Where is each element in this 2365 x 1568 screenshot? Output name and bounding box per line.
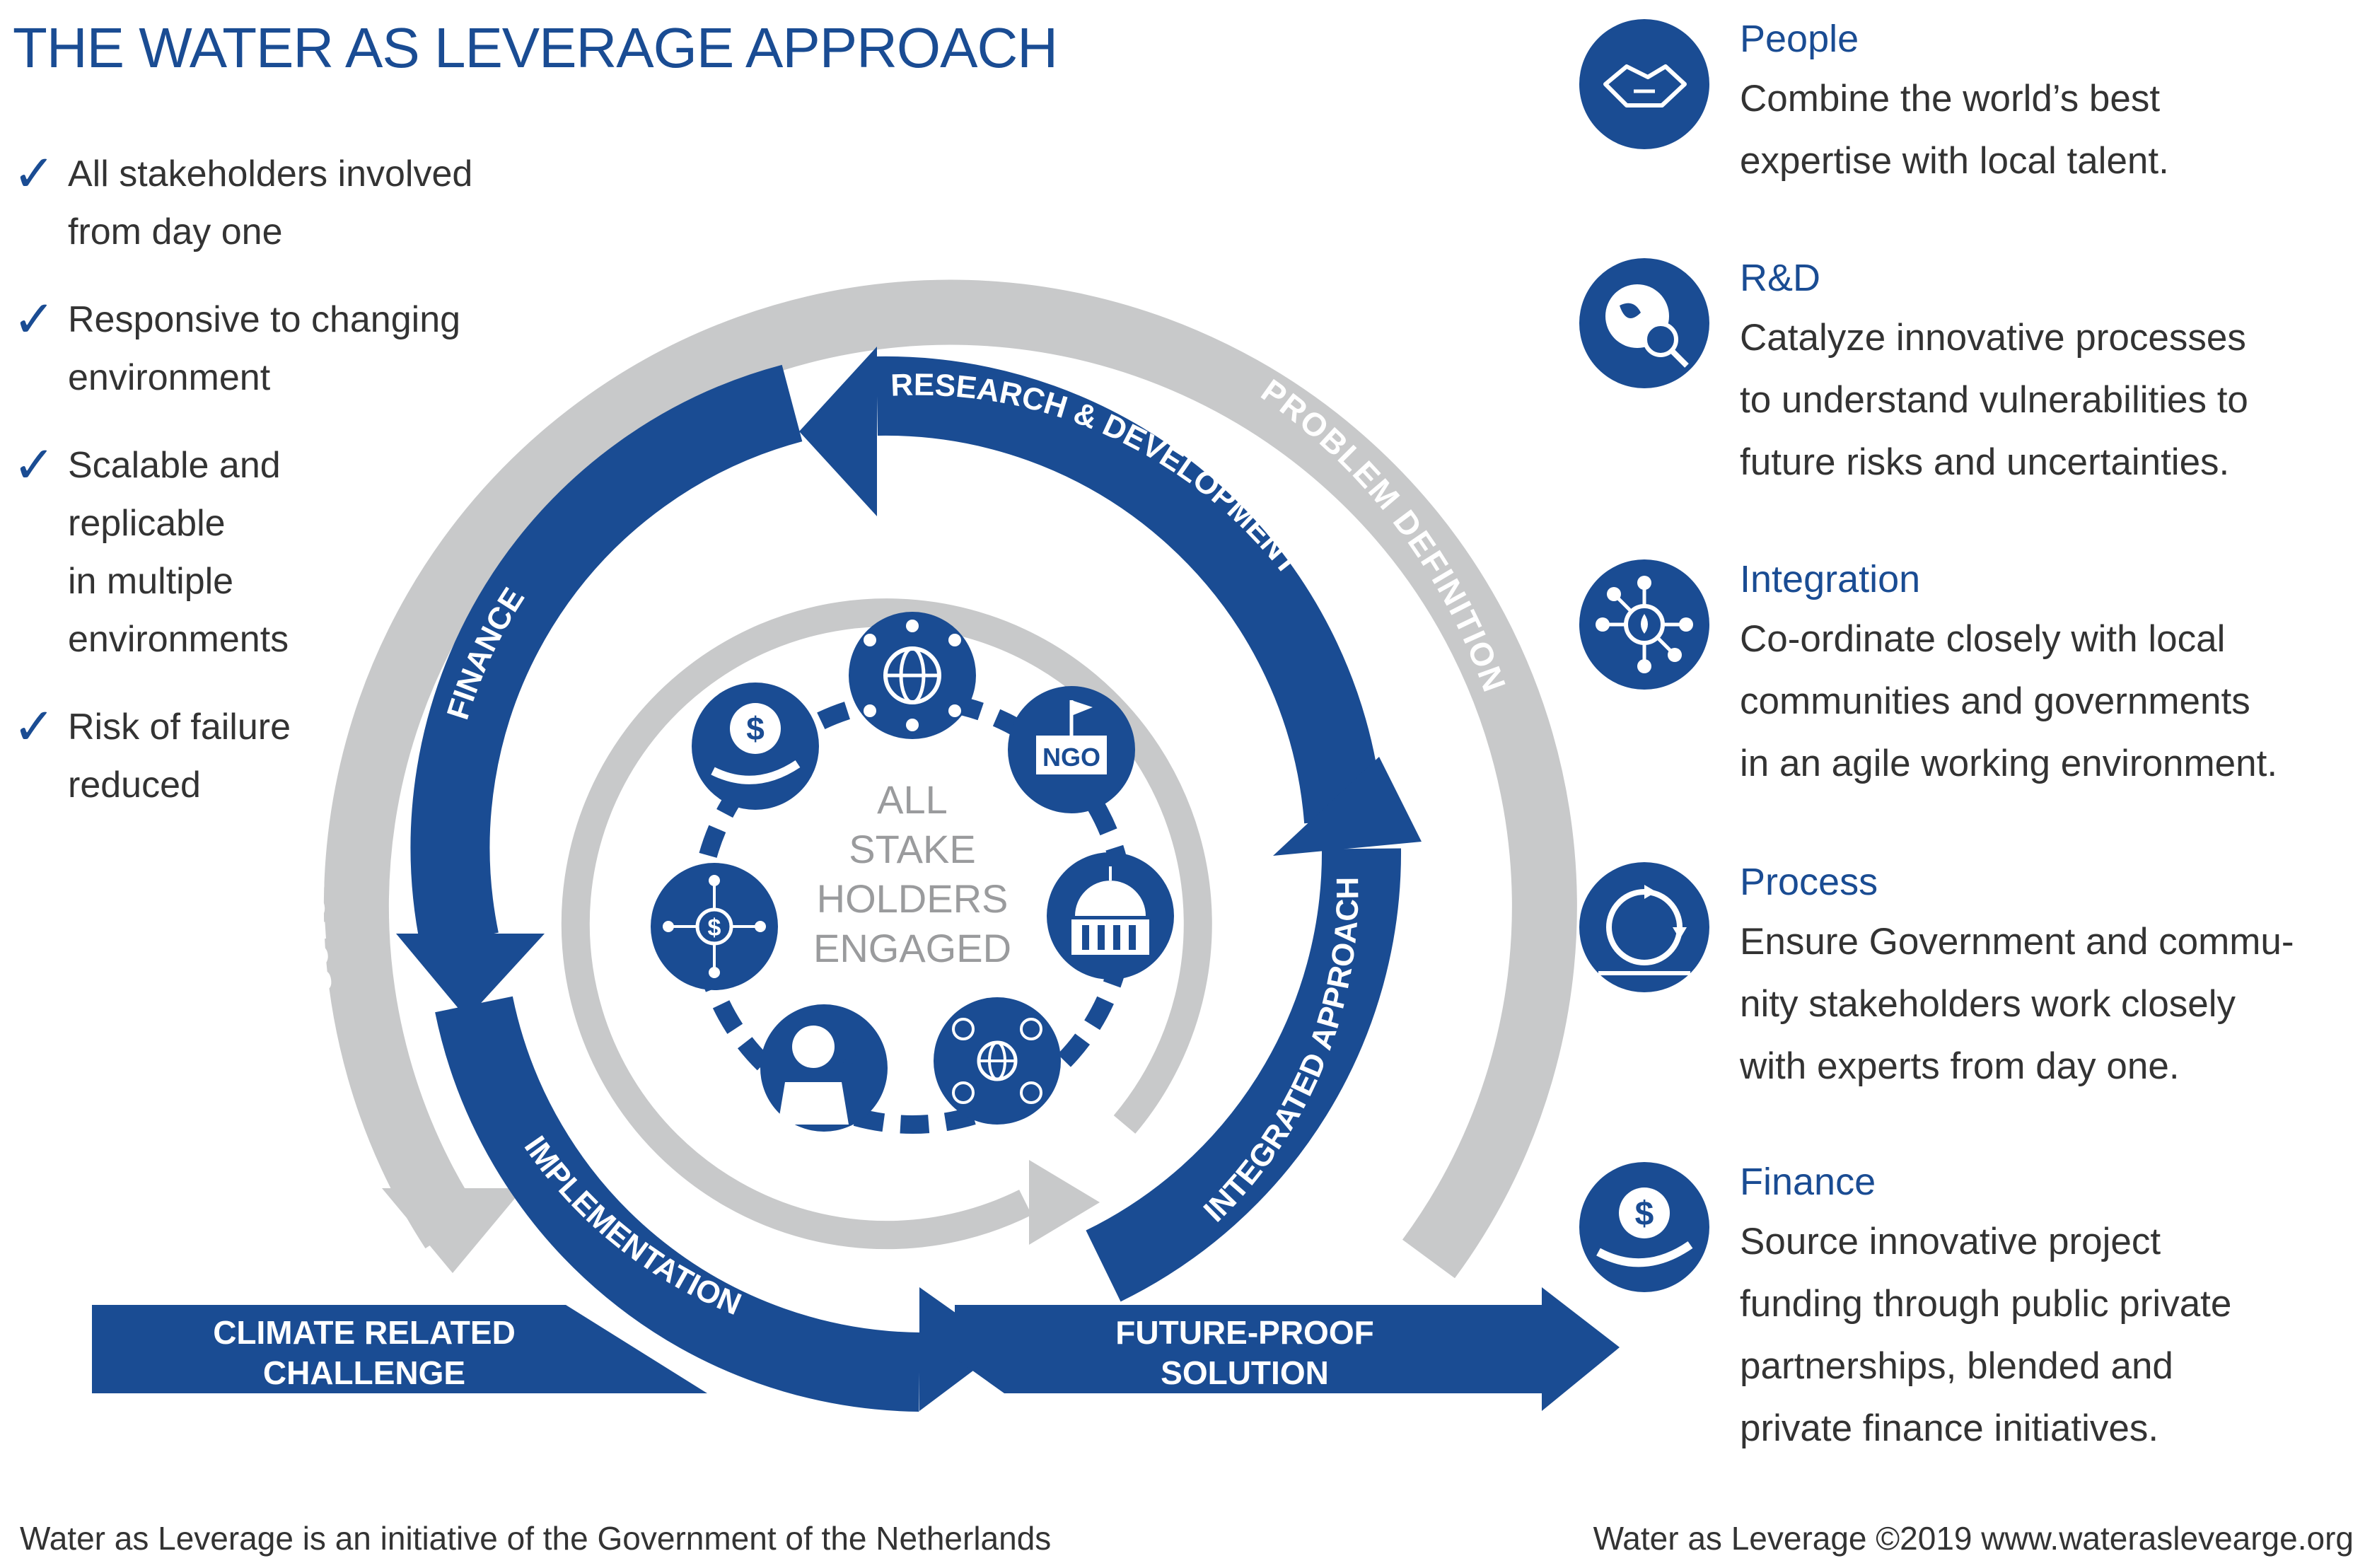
footer-copyright-text: Water as Leverage ©2019 www.wateraslevea… — [1593, 1520, 2354, 1557]
dollar-network-icon: $ — [651, 863, 778, 990]
checklist-text: replicable — [68, 503, 226, 544]
center-text-line: ALL — [877, 777, 948, 822]
feature-heading: Finance — [1740, 1161, 1876, 1203]
checklist-text: Responsive to changing — [68, 299, 461, 340]
globe-community-icon — [934, 997, 1061, 1125]
globe-search-icon — [1579, 258, 1709, 388]
blue-cycle-arrows — [396, 347, 1422, 1412]
checklist-item: ✓ Responsive to changing environment — [13, 291, 522, 407]
checkmark-icon: ✓ — [13, 437, 56, 494]
future-proof-label: SOLUTION — [1161, 1354, 1329, 1391]
feature-text: private finance initiatives. — [1740, 1407, 2159, 1449]
government-building-icon — [1047, 852, 1174, 980]
feature-text: partnerships, blended and — [1740, 1345, 2173, 1387]
center-text-line: ENGAGED — [813, 926, 1011, 970]
process-cycle-icon — [1579, 862, 1709, 992]
svg-text:$: $ — [708, 914, 721, 941]
feature-text: Combine the world’s best — [1740, 78, 2161, 120]
ngo-label: NGO — [1042, 743, 1100, 772]
finance-arrow — [410, 364, 803, 949]
feature-text: communities and governments — [1740, 680, 2250, 722]
checklist-text: reduced — [68, 765, 201, 806]
integrated-approach-arrow — [1086, 848, 1402, 1302]
feature-description: Co-ordinate closely with local communiti… — [1740, 608, 2365, 795]
feature-text: Ensure Government and commu- — [1740, 921, 2294, 963]
inner-ring-arrow-head — [1029, 1160, 1100, 1245]
feature-heading: R&D — [1740, 257, 1821, 299]
integrated-arrow-head — [1273, 757, 1422, 856]
svg-text:$: $ — [1635, 1195, 1654, 1233]
finance-arrow-head — [396, 934, 545, 1018]
globe-people-icon — [849, 612, 976, 739]
feature-text: nity stakeholders work closely — [1740, 983, 2236, 1025]
feature-description: Source innovative project funding throug… — [1740, 1211, 2365, 1460]
feature-description: Combine the world’s best expertise with … — [1740, 68, 2365, 192]
climate-challenge-arrow — [92, 1305, 707, 1393]
network-drop-icon — [1579, 559, 1709, 690]
research-development-arrow — [876, 356, 1383, 824]
feature-heading: Process — [1740, 861, 1878, 903]
checklist-text: Risk of failure — [68, 707, 291, 748]
implementation-arrow — [435, 996, 920, 1412]
outer-arrow-head — [382, 1188, 523, 1273]
checklist-text: Scalable and — [68, 445, 281, 486]
center-label: ALL STAKE HOLDERS ENGAGED — [813, 777, 1011, 970]
future-proof-arrow — [955, 1287, 1620, 1411]
inner-gray-ring — [561, 598, 1212, 1250]
checklist-text: in multiple — [68, 561, 234, 602]
outer-cycle-arrow — [323, 279, 1577, 1279]
feature-description: Catalyze innovative processes to underst… — [1740, 307, 2365, 494]
checkmark-icon: ✓ — [13, 699, 56, 755]
feature-text: Catalyze innovative processes — [1740, 317, 2246, 359]
page-title: THE WATER AS LEVERAGE APPROACH — [13, 16, 1058, 79]
feature-text: with experts from day one. — [1740, 1045, 2180, 1087]
rnd-arrow-head — [799, 347, 877, 516]
checklist-item: ✓ Risk of failure reduced — [13, 698, 522, 814]
footer-initiative-text: Water as Leverage is an initiative of th… — [20, 1520, 1052, 1557]
feature-heading: People — [1740, 18, 1859, 60]
feature-text: Co-ordinate closely with local — [1740, 618, 2226, 660]
dollar-hand-icon: $ — [692, 683, 819, 810]
feature-text: to understand vulnerabilities to — [1740, 379, 2248, 421]
center-text-line: STAKE — [849, 827, 975, 871]
expert-person-icon — [760, 1004, 888, 1132]
future-proof-label: FUTURE-PROOF — [1115, 1314, 1373, 1351]
feature-text: future risks and uncertainties. — [1740, 441, 2230, 483]
checklist-text: All stakeholders involved from day one — [68, 153, 473, 252]
feature-text: funding through public private — [1740, 1283, 2232, 1325]
checklist-item: ✓ All stakeholders involved from day one — [13, 145, 522, 261]
feature-text: in an agile working environment. — [1740, 743, 2278, 784]
feature-text: Source innovative project — [1740, 1221, 2161, 1262]
climate-challenge-label: CHALLENGE — [263, 1354, 465, 1391]
svg-text:$: $ — [746, 710, 765, 747]
checkmark-icon: ✓ — [13, 291, 56, 348]
checklist-text: environment — [68, 357, 271, 398]
feature-description: Ensure Government and commu- nity stakeh… — [1740, 911, 2365, 1098]
checkmark-icon: ✓ — [13, 146, 56, 202]
feature-text: expertise with local talent. — [1740, 140, 2169, 182]
benefits-checklist: ✓ All stakeholders involved from day one… — [13, 145, 522, 844]
feature-heading: Integration — [1740, 558, 1921, 600]
ngo-building-icon: NGO — [1008, 686, 1135, 813]
climate-challenge-label: CLIMATE RELATED — [213, 1314, 516, 1351]
checklist-text: environments — [68, 619, 289, 660]
handshake-icon — [1579, 19, 1709, 149]
center-text-line: HOLDERS — [817, 876, 1009, 921]
dollar-hand-icon: $ — [1579, 1162, 1709, 1292]
checklist-item: ✓ Scalable and replicable in multiple en… — [13, 436, 522, 668]
